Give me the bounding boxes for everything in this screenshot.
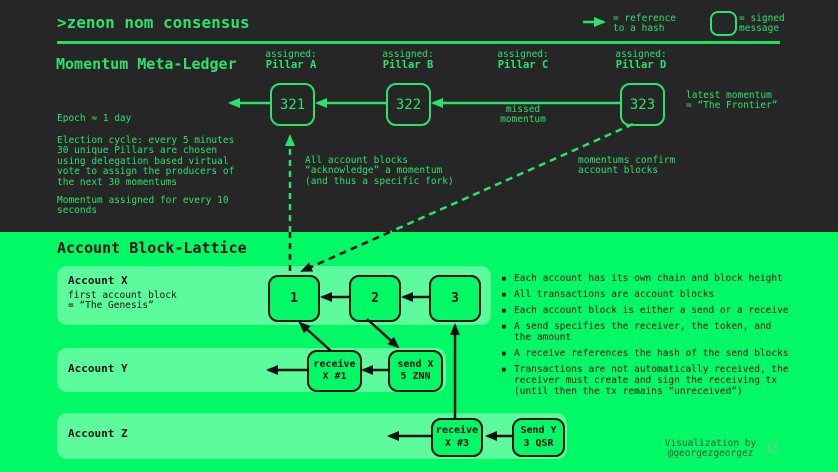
account-z-row — [57, 413, 567, 459]
assigned-label: assigned: — [497, 49, 549, 60]
account-z-receive-block: receive X #3 — [431, 418, 483, 457]
account-x-block-3: 3 — [429, 275, 481, 322]
account-x-label: Account X — [68, 274, 128, 287]
bullet-icon: ▪ — [501, 273, 507, 284]
account-z-send-block: Send Y 3 QSR — [512, 418, 565, 457]
bullet-icon: ▪ — [501, 289, 507, 300]
assigned-label: assigned: — [382, 49, 434, 60]
account-z-label: Account Z — [68, 427, 128, 440]
page-title: >zenon nom consensus — [57, 13, 250, 32]
momentum-block-321: 321 — [270, 83, 315, 126]
list-item: ▪Each account has its own chain and bloc… — [501, 273, 783, 284]
momentum-block-323: 323 — [620, 83, 665, 126]
missed-momentum-label: missed momentum — [500, 104, 546, 126]
account-y-send-block: send X 5 ZNN — [388, 350, 443, 392]
credit-text: Visualization by @georgezgeorgez — [664, 438, 757, 460]
bullet-list: ▪Each account has its own chain and bloc… — [501, 273, 836, 402]
pillar-name: Pillar C — [497, 59, 549, 71]
list-item: ▪A send specifies the receiver, the toke… — [501, 321, 772, 343]
bullet-icon: ▪ — [501, 348, 507, 359]
list-item: ▪Each account block is either a send or … — [501, 305, 789, 316]
account-block-lattice-title: Account Block-Lattice — [57, 239, 247, 257]
legend-signed-label: = signed message — [739, 13, 785, 35]
list-item: ▪Transactions are not automatically rece… — [501, 364, 789, 397]
acknowledge-note: All account blocks “acknowledge” a momen… — [305, 155, 454, 187]
pillar-c-label: assigned: Pillar C — [468, 49, 578, 71]
account-y-label: Account Y — [68, 362, 128, 375]
account-x-subtitle: first account block = “The Genesis” — [68, 290, 177, 312]
pillar-name: Pillar D — [615, 59, 667, 71]
title-underline — [57, 41, 780, 44]
legend-reference-label: = reference to a hash — [613, 13, 676, 35]
assigned-label: assigned: — [615, 49, 667, 60]
election-cycle-note: Election cycle: every 5 minutes 30 uniqu… — [57, 135, 235, 188]
bullet-icon: ▪ — [501, 321, 507, 332]
pillar-a-label: assigned: Pillar A — [236, 49, 346, 71]
page-number: 13 — [765, 441, 780, 455]
pillar-name: Pillar B — [382, 59, 434, 71]
momentum-meta-ledger-title: Momentum Meta-Ledger — [56, 55, 237, 73]
list-item: ▪A receive references the hash of the se… — [501, 348, 789, 359]
momentum-block-322: 322 — [386, 83, 431, 126]
confirm-note: momentums confirm account blocks — [578, 155, 676, 177]
pillar-b-label: assigned: Pillar B — [353, 49, 463, 71]
bullet-icon: ▪ — [501, 305, 507, 316]
account-x-block-2: 2 — [349, 275, 401, 322]
pillar-name: Pillar A — [265, 59, 317, 71]
account-x-block-1: 1 — [268, 275, 320, 322]
latest-momentum-label: latest momentum = “The Frontier” — [686, 90, 778, 112]
account-y-receive-block: receive X #1 — [307, 350, 362, 392]
assigned-label: assigned: — [265, 49, 317, 60]
momentum-assignment-note: Momentum assigned for every 10 seconds — [57, 195, 229, 217]
signed-message-icon — [710, 11, 737, 36]
pillar-d-label: assigned: Pillar D — [586, 49, 696, 71]
list-item: ▪All transactions are account blocks — [501, 289, 715, 300]
epoch-note: Epoch ≈ 1 day — [57, 113, 132, 124]
bullet-icon: ▪ — [501, 364, 507, 375]
